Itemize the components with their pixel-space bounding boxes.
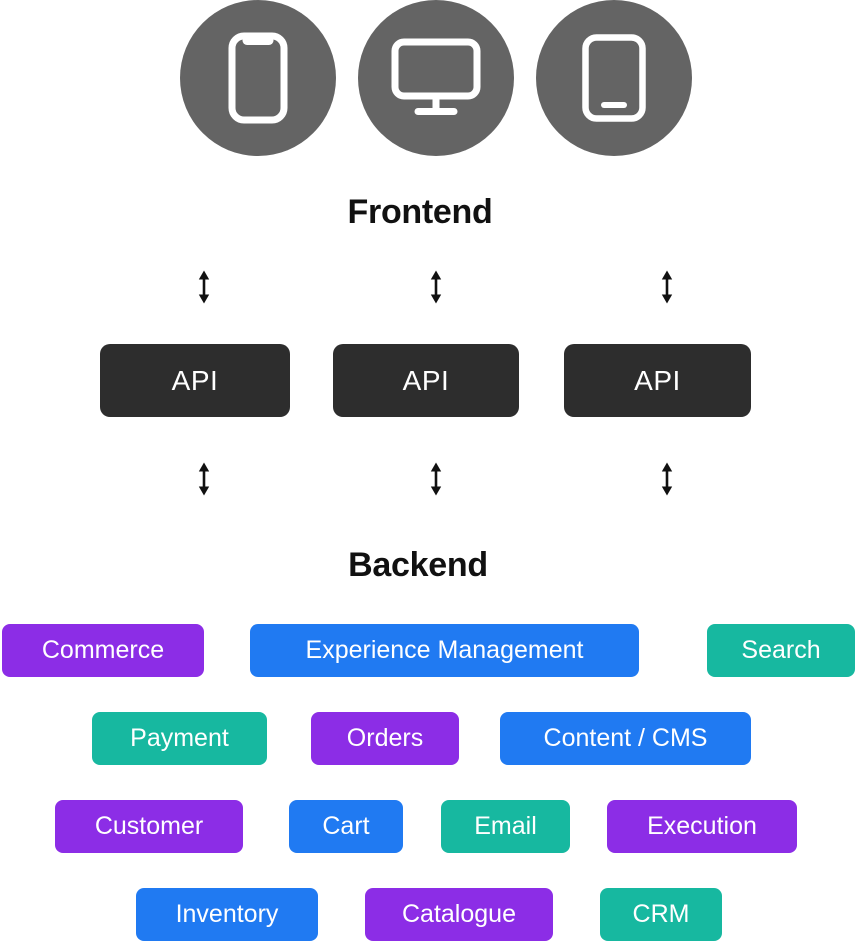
service-chip-inventory: Inventory [136, 888, 318, 941]
tablet-icon [582, 34, 646, 122]
service-chip-cart: Cart [289, 800, 403, 853]
service-chip-email: Email [441, 800, 570, 853]
vertical-double-arrow-icon [430, 462, 442, 496]
service-chip-orders: Orders [311, 712, 459, 765]
service-chip-commerce: Commerce [2, 624, 204, 677]
service-chip-catalogue: Catalogue [365, 888, 553, 941]
api-box-1: API [100, 344, 290, 417]
service-chip-content-cms: Content / CMS [500, 712, 751, 765]
backend-label: Backend [348, 546, 488, 584]
service-chip-search: Search [707, 624, 855, 677]
vertical-double-arrow-icon [198, 270, 210, 304]
vertical-double-arrow-icon [661, 462, 673, 496]
vertical-double-arrow-icon [430, 270, 442, 304]
api-box-label: API [402, 364, 450, 396]
vertical-double-arrow-icon [198, 462, 210, 496]
vertical-double-arrow-icon [661, 270, 673, 304]
service-chip-crm: CRM [600, 888, 722, 941]
api-box-label: API [171, 364, 219, 396]
service-chip-experience-management: Experience Management [250, 624, 639, 677]
api-box-3: API [564, 344, 751, 417]
api-box-label: API [634, 364, 681, 396]
device-circle-tablet [536, 0, 692, 156]
api-box-2: API [333, 344, 519, 417]
smartphone-icon [228, 32, 288, 124]
service-chip-payment: Payment [92, 712, 267, 765]
device-circle-monitor [358, 0, 514, 156]
desktop-monitor-icon [391, 38, 481, 115]
service-chip-execution: Execution [607, 800, 797, 853]
frontend-label: Frontend [347, 193, 493, 231]
device-circle-smartphone [180, 0, 336, 156]
service-chip-customer: Customer [55, 800, 243, 853]
